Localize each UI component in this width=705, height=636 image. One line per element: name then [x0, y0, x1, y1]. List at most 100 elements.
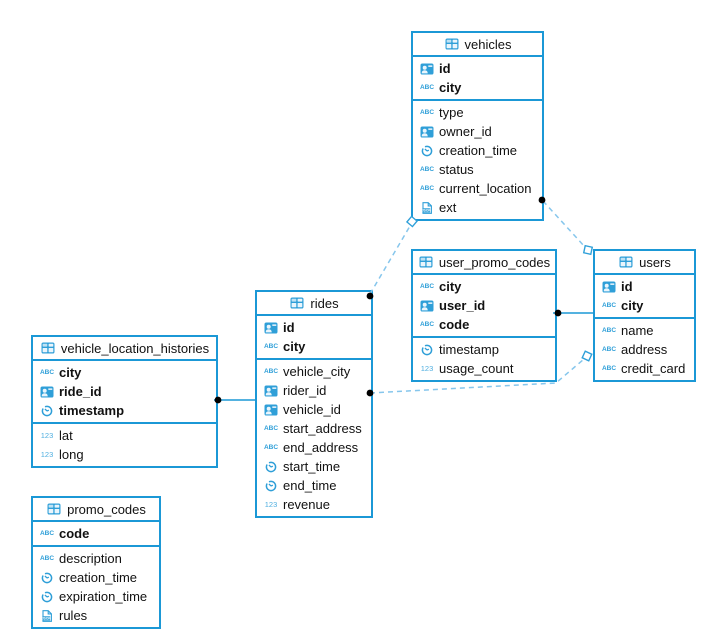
primary-key-section: id ABC city	[595, 275, 694, 319]
column-name: revenue	[283, 497, 330, 512]
primary-key-section: ABC code	[33, 522, 159, 547]
column-name: type	[439, 105, 464, 120]
text-type-icon: ABC	[263, 343, 279, 350]
text-type-icon: ABC	[419, 283, 435, 290]
column-name: user_id	[439, 298, 486, 313]
columns-section: ABC vehicle_city rider_id vehicle_id ABC…	[257, 360, 371, 516]
column-name: name	[621, 323, 654, 338]
relationship-rides-users[interactable]	[366, 350, 593, 397]
id-type-icon	[263, 321, 279, 334]
column-name: timestamp	[439, 342, 499, 357]
table-icon	[618, 256, 634, 269]
column-row: owner_id	[413, 122, 542, 141]
column-row: ABC city	[595, 296, 694, 315]
text-type-icon: ABC	[601, 302, 617, 309]
column-name: id	[621, 279, 633, 294]
timestamp-type-icon	[39, 571, 55, 584]
column-row: end_time	[257, 476, 371, 495]
columns-section: 123 lat 123 long	[33, 424, 216, 466]
column-name: ride_id	[59, 384, 102, 399]
column-row: start_time	[257, 457, 371, 476]
text-type-icon: ABC	[263, 368, 279, 375]
text-type-icon: ABC	[263, 425, 279, 432]
table-promo-codes-header[interactable]: promo_codes	[33, 498, 159, 522]
text-type-icon: ABC	[601, 346, 617, 353]
column-name: vehicle_id	[283, 402, 341, 417]
timestamp-type-icon	[39, 590, 55, 603]
column-row: creation_time	[33, 568, 159, 587]
id-type-icon	[263, 403, 279, 416]
column-name: id	[439, 61, 451, 76]
column-name: city	[439, 80, 462, 95]
text-type-icon: ABC	[601, 327, 617, 334]
column-name: rider_id	[283, 383, 327, 398]
column-name: current_location	[439, 181, 532, 196]
column-row: ABC status	[413, 160, 542, 179]
column-name: id	[283, 320, 295, 335]
column-row: 123 long	[33, 445, 216, 464]
child-end-dot	[214, 396, 222, 404]
table-rides-header[interactable]: rides	[257, 292, 371, 316]
table-promo-codes[interactable]: promo_codes ABC code ABC description cre…	[31, 496, 161, 629]
text-type-icon: ABC	[601, 365, 617, 372]
relationship-vehicle-location-histories-rides[interactable]	[214, 396, 256, 404]
table-title: users	[639, 254, 671, 270]
primary-key-section: id ABC city	[413, 57, 542, 101]
table-icon	[46, 503, 62, 516]
table-users[interactable]: users id ABC city ABC name ABC address A…	[593, 249, 696, 382]
primary-key-section: ABC city ride_id timestamp	[33, 361, 216, 424]
column-name: lat	[59, 428, 73, 443]
table-title: user_promo_codes	[438, 254, 551, 270]
column-row: id	[257, 318, 371, 337]
column-name: address	[621, 342, 668, 357]
column-name: end_time	[283, 478, 337, 493]
timestamp-type-icon	[419, 343, 435, 356]
table-icon	[444, 38, 460, 51]
column-row: ABC city	[257, 337, 371, 356]
timestamp-type-icon	[419, 144, 435, 157]
column-name: description	[59, 551, 122, 566]
timestamp-type-icon	[263, 479, 279, 492]
table-users-header[interactable]: users	[595, 251, 694, 275]
column-row: ABC credit_card	[595, 359, 694, 378]
column-name: creation_time	[439, 143, 518, 158]
table-user-promo-codes[interactable]: user_promo_codes ABC city user_id ABC co…	[411, 249, 557, 382]
text-type-icon: ABC	[419, 109, 435, 116]
text-type-icon: ABC	[419, 321, 435, 328]
column-row: ext	[413, 198, 542, 217]
text-type-icon: ABC	[419, 185, 435, 192]
relationship-rides-vehicles[interactable]	[366, 215, 419, 300]
column-row: vehicle_id	[257, 400, 371, 419]
column-row: 123 lat	[33, 426, 216, 445]
text-type-icon: ABC	[39, 369, 55, 376]
column-row: ABC code	[33, 524, 159, 543]
table-vehicles-header[interactable]: vehicles	[413, 33, 542, 57]
column-name: vehicle_city	[283, 364, 351, 379]
column-row: timestamp	[413, 340, 555, 359]
table-user-promo-codes-header[interactable]: user_promo_codes	[413, 251, 555, 275]
relationship-vehicles-users[interactable]	[538, 196, 594, 256]
column-name: owner_id	[439, 124, 492, 139]
table-title: vehicles	[464, 36, 512, 52]
json-type-icon	[39, 609, 55, 622]
text-type-icon: ABC	[39, 530, 55, 537]
child-end-dot	[366, 292, 374, 300]
table-vehicle-location-histories[interactable]: vehicle_location_histories ABC city ride…	[31, 335, 218, 468]
table-icon	[40, 342, 56, 355]
primary-key-section: ABC city user_id ABC code	[413, 275, 555, 338]
column-row: creation_time	[413, 141, 542, 160]
column-name: long	[59, 447, 84, 462]
relationship-user-promo-codes-users[interactable]	[553, 309, 594, 317]
primary-key-section: id ABC city	[257, 316, 371, 360]
timestamp-type-icon	[263, 460, 279, 473]
table-icon	[289, 297, 305, 310]
column-row: 123 revenue	[257, 495, 371, 514]
table-rides[interactable]: rides id ABC city ABC vehicle_city rider…	[255, 290, 373, 518]
table-title: promo_codes	[67, 501, 146, 517]
table-vehicle-location-histories-header[interactable]: vehicle_location_histories	[33, 337, 216, 361]
table-vehicles[interactable]: vehicles id ABC city ABC type owner_id	[411, 31, 544, 221]
column-name: status	[439, 162, 474, 177]
column-name: city	[283, 339, 306, 354]
